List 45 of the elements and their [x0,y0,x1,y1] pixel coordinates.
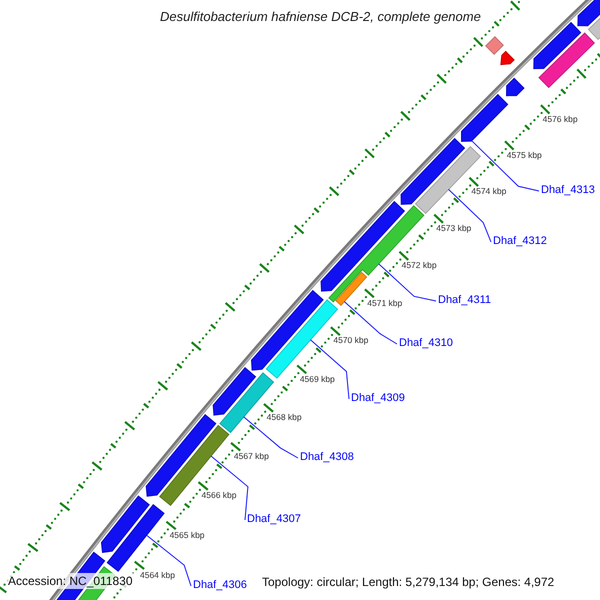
leader-line [448,188,492,242]
gene-feature [538,32,595,88]
gene-feature [400,138,466,205]
leader-line [378,263,436,302]
scale-label: 4571 kbp [367,298,402,308]
gene-label: Dhaf_4309 [351,392,405,405]
gene-feature [577,0,600,26]
scale-label: 4570 kbp [333,335,368,346]
gene-label: Dhaf_4313 [541,184,595,197]
scale-label: 4568 kbp [266,412,302,422]
gene-feature [461,94,508,142]
leader-line [146,534,192,586]
leader-line [310,339,350,400]
leader-line [344,301,398,344]
gene-feature [500,50,515,66]
gene-label: Dhaf_4307 [247,513,301,526]
scale-label: 4567 kbp [234,451,269,462]
gene-label: Dhaf_4308 [300,451,354,464]
gene-feature [100,495,150,553]
scale-label: 4575 kbp [506,150,542,160]
accession-overlay: Accession: NC_011830 [6,573,135,589]
gene-feature [533,22,582,70]
genome-info-label: Topology: circular; Length: 5,279,134 bp; Genes: 4,972 [262,574,554,590]
gene-feature [106,504,165,572]
diagram-title: Desulfitobacterium hafniense DCB-2, complete genome [160,9,481,24]
scale-label: 4564 kbp [140,570,175,580]
leader-line [243,416,298,458]
gene-feature [485,36,504,55]
gene-feature [335,272,368,306]
leader-line [471,140,540,192]
scale-label: 4569 kbp [300,374,335,384]
gene-label: Dhaf_4311 [438,294,492,307]
gene-label: Dhaf_4312 [493,235,547,248]
leader-line [210,456,248,520]
scale-label: 4573 kbp [436,222,472,233]
scale-label: 4566 kbp [202,490,237,500]
scale-label: 4565 kbp [170,530,205,540]
scale-label: 4574 kbp [471,186,506,196]
gene-label: Dhaf_4310 [399,337,453,350]
scale-label: 4572 kbp [402,260,437,270]
scale-label: 4576 kbp [542,114,578,124]
gene-feature [212,367,256,416]
gene-feature [251,290,324,371]
gene-feature [506,78,525,96]
gene-label: Dhaf_4306 [193,579,247,592]
